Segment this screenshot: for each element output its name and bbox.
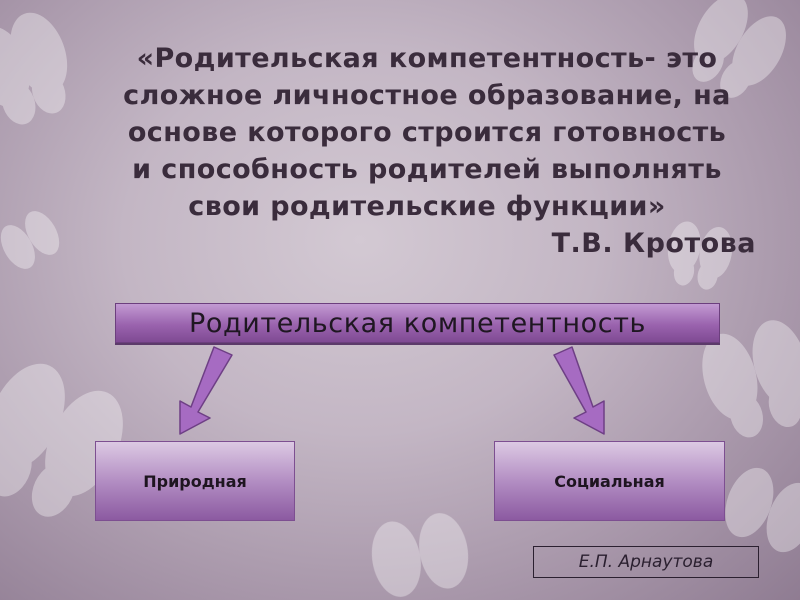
butterfly-icon xyxy=(667,221,733,290)
quote-text: «Родительская компетентность- это сложно… xyxy=(82,40,772,225)
quote-line: сложное личностное образование, на xyxy=(123,80,731,111)
natural-competence-label: Природная xyxy=(143,472,247,491)
signature-box: Е.П. Арнаутова xyxy=(533,546,759,578)
arrow-right-icon xyxy=(553,346,605,435)
signature-text: Е.П. Арнаутова xyxy=(578,552,714,572)
butterfly-icon xyxy=(725,467,800,553)
quote-line: «Родительская компетентность- это xyxy=(136,43,718,74)
social-competence-box: Социальная xyxy=(494,441,725,521)
butterfly-icon xyxy=(371,513,469,597)
quote-line: и способность родителей выполнять xyxy=(132,154,722,185)
quote-line: основе которого строится готовность xyxy=(127,117,727,148)
butterfly-icon xyxy=(0,12,68,125)
arrow-left-icon xyxy=(179,346,233,435)
quote-author: Т.В. Кротова xyxy=(551,228,756,259)
natural-competence-box: Природная xyxy=(95,441,295,521)
butterfly-icon xyxy=(702,320,800,438)
quote-line: свои родительские функции» xyxy=(188,191,666,222)
butterfly-icon xyxy=(0,211,60,269)
main-concept-box: Родительская компетентность xyxy=(115,303,720,343)
social-competence-label: Социальная xyxy=(554,472,665,491)
butterfly-icon xyxy=(692,0,786,98)
main-concept-label: Родительская компетентность xyxy=(188,308,647,339)
